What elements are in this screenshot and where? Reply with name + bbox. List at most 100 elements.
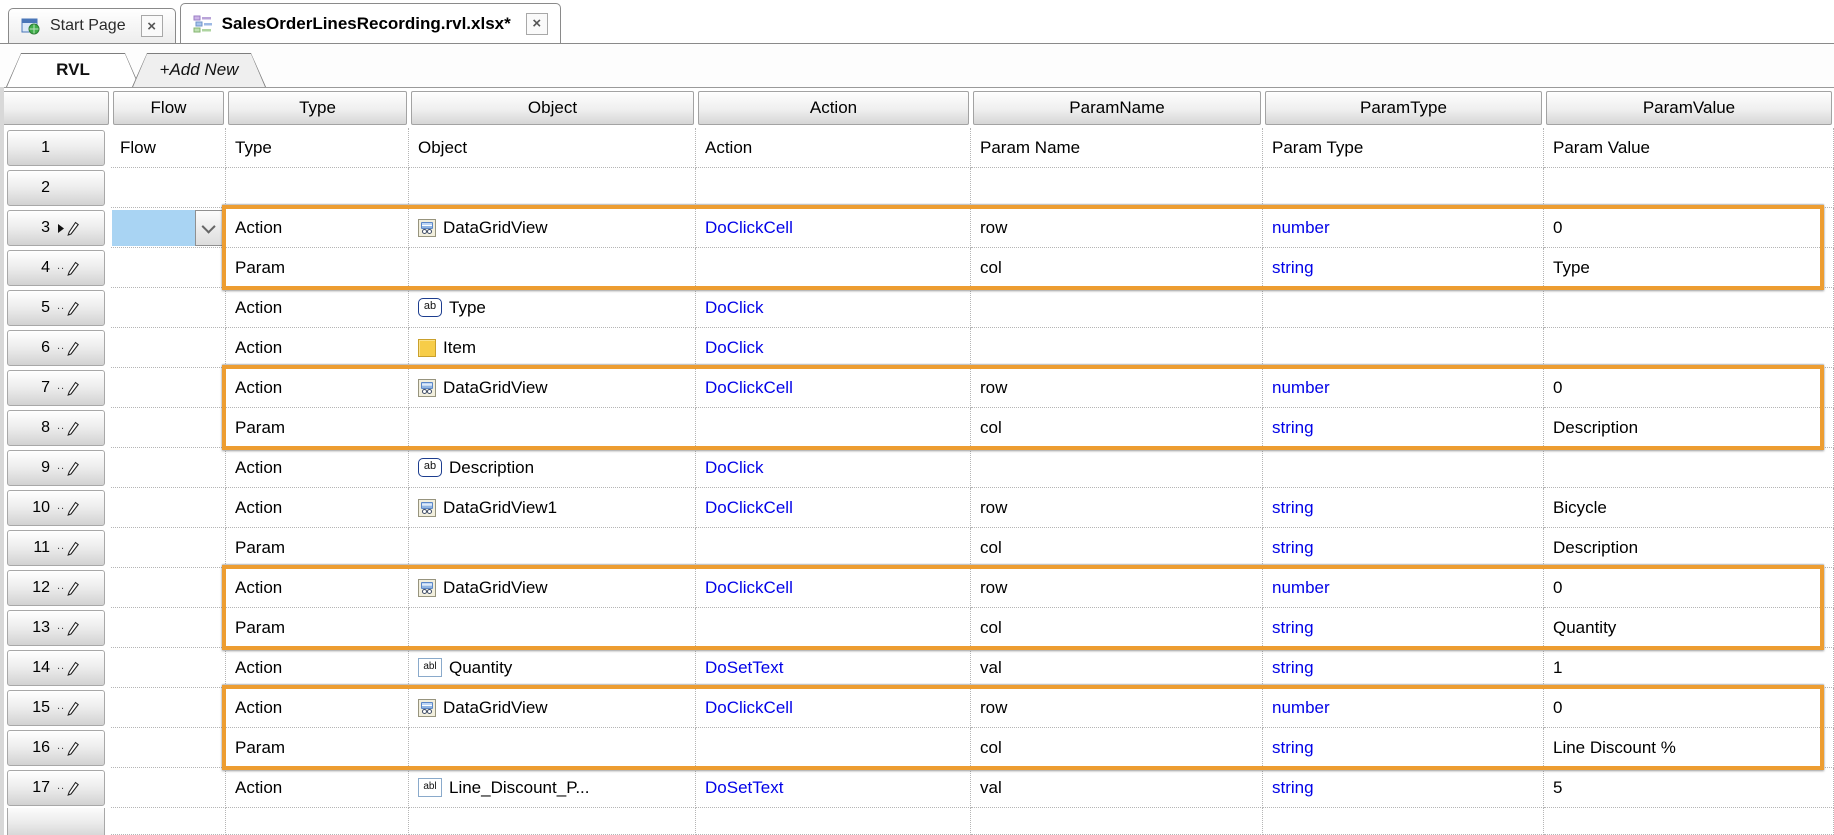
object-cell[interactable]: abType: [409, 288, 696, 328]
object-cell[interactable]: [409, 608, 696, 648]
row-header-button[interactable]: 14..: [7, 650, 105, 686]
param-name-cell[interactable]: row: [971, 488, 1263, 528]
object-cell[interactable]: DataGridView: [409, 368, 696, 408]
param-name-cell[interactable]: col: [971, 248, 1263, 288]
param-value-cell[interactable]: Param Value: [1544, 128, 1834, 168]
param-value-cell[interactable]: [1544, 808, 1834, 835]
param-type-cell[interactable]: number: [1263, 688, 1544, 728]
row-header-button[interactable]: 2: [7, 170, 105, 206]
flow-cell[interactable]: [111, 328, 226, 368]
type-cell[interactable]: Action: [226, 648, 409, 688]
action-cell[interactable]: [696, 528, 971, 568]
param-name-cell[interactable]: row: [971, 688, 1263, 728]
param-value-cell[interactable]: 0: [1544, 208, 1834, 248]
action-cell[interactable]: DoClickCell: [696, 568, 971, 608]
flow-cell[interactable]: [111, 808, 226, 835]
object-cell[interactable]: [409, 168, 696, 208]
row-header[interactable]: 11..: [0, 528, 111, 568]
row-header[interactable]: 5..: [0, 288, 111, 328]
flow-cell[interactable]: [111, 488, 226, 528]
type-cell[interactable]: Action: [226, 368, 409, 408]
row-header-button[interactable]: 12..: [7, 570, 105, 606]
row-header-button[interactable]: 8..: [7, 410, 105, 446]
flow-dropdown-button[interactable]: [195, 210, 224, 246]
param-type-cell[interactable]: [1263, 168, 1544, 208]
param-type-cell[interactable]: string: [1263, 768, 1544, 808]
param-value-cell[interactable]: 5: [1544, 768, 1834, 808]
sheet-tab-rvl[interactable]: RVL: [6, 53, 140, 87]
object-cell[interactable]: [409, 808, 696, 835]
type-cell[interactable]: Param: [226, 248, 409, 288]
param-type-cell[interactable]: string: [1263, 528, 1544, 568]
param-name-cell[interactable]: [971, 448, 1263, 488]
type-cell[interactable]: Param: [226, 608, 409, 648]
flow-cell[interactable]: [111, 568, 226, 608]
param-type-cell[interactable]: [1263, 328, 1544, 368]
param-value-cell[interactable]: 0: [1544, 688, 1834, 728]
flow-cell[interactable]: [111, 368, 226, 408]
column-header-paramname[interactable]: ParamName: [973, 91, 1261, 125]
action-cell[interactable]: [696, 808, 971, 835]
flow-cell[interactable]: [111, 608, 226, 648]
grid-corner-cell[interactable]: [2, 91, 109, 125]
flow-cell[interactable]: [111, 648, 226, 688]
object-cell[interactable]: [409, 728, 696, 768]
type-cell[interactable]: Param: [226, 528, 409, 568]
row-header[interactable]: 14..: [0, 648, 111, 688]
flow-cell[interactable]: [111, 688, 226, 728]
param-type-cell[interactable]: number: [1263, 208, 1544, 248]
param-name-cell[interactable]: val: [971, 648, 1263, 688]
flow-cell[interactable]: [111, 248, 226, 288]
object-cell[interactable]: [409, 248, 696, 288]
row-header[interactable]: 12..: [0, 568, 111, 608]
param-type-cell[interactable]: number: [1263, 368, 1544, 408]
row-header-button[interactable]: 6..: [7, 330, 105, 366]
row-header[interactable]: 16..: [0, 728, 111, 768]
close-icon[interactable]: ×: [141, 15, 163, 37]
row-header[interactable]: 4..: [0, 248, 111, 288]
param-type-cell[interactable]: string: [1263, 648, 1544, 688]
object-cell[interactable]: [409, 528, 696, 568]
object-cell[interactable]: Item: [409, 328, 696, 368]
row-header[interactable]: 2: [0, 168, 111, 208]
param-name-cell[interactable]: [971, 168, 1263, 208]
row-header-button[interactable]: 11..: [7, 530, 105, 566]
row-header-button[interactable]: [7, 808, 105, 835]
action-cell[interactable]: DoClickCell: [696, 208, 971, 248]
param-value-cell[interactable]: Bicycle: [1544, 488, 1834, 528]
object-cell[interactable]: [409, 408, 696, 448]
type-cell[interactable]: Action: [226, 328, 409, 368]
row-header-button[interactable]: 13..: [7, 610, 105, 646]
row-header[interactable]: 1: [0, 128, 111, 168]
param-type-cell[interactable]: [1263, 448, 1544, 488]
object-cell[interactable]: DataGridView: [409, 568, 696, 608]
row-header-button[interactable]: 15..: [7, 690, 105, 726]
flow-cell[interactable]: [111, 168, 226, 208]
row-header-button[interactable]: 17..: [7, 770, 105, 806]
row-header[interactable]: [0, 808, 111, 835]
row-header-button[interactable]: 5..: [7, 290, 105, 326]
action-cell[interactable]: [696, 248, 971, 288]
type-cell[interactable]: Param: [226, 728, 409, 768]
column-header-type[interactable]: Type: [228, 91, 407, 125]
object-cell[interactable]: DataGridView1: [409, 488, 696, 528]
flow-cell[interactable]: [111, 768, 226, 808]
action-cell[interactable]: DoClickCell: [696, 688, 971, 728]
action-cell[interactable]: DoClick: [696, 328, 971, 368]
param-name-cell[interactable]: Param Name: [971, 128, 1263, 168]
type-cell[interactable]: Action: [226, 208, 409, 248]
row-header[interactable]: 15..: [0, 688, 111, 728]
param-name-cell[interactable]: col: [971, 408, 1263, 448]
param-name-cell[interactable]: val: [971, 768, 1263, 808]
row-header-button[interactable]: 3: [7, 210, 105, 246]
column-header-flow[interactable]: Flow: [113, 91, 224, 125]
row-header[interactable]: 3: [0, 208, 111, 248]
object-cell[interactable]: DataGridView: [409, 208, 696, 248]
tab-sales-order-lines-recording[interactable]: SalesOrderLinesRecording.rvl.xlsx* ×: [180, 3, 561, 43]
action-cell[interactable]: [696, 608, 971, 648]
action-cell[interactable]: Action: [696, 128, 971, 168]
type-cell[interactable]: [226, 168, 409, 208]
param-value-cell[interactable]: [1544, 168, 1834, 208]
column-header-paramvalue[interactable]: ParamValue: [1546, 91, 1832, 125]
type-cell[interactable]: Action: [226, 448, 409, 488]
